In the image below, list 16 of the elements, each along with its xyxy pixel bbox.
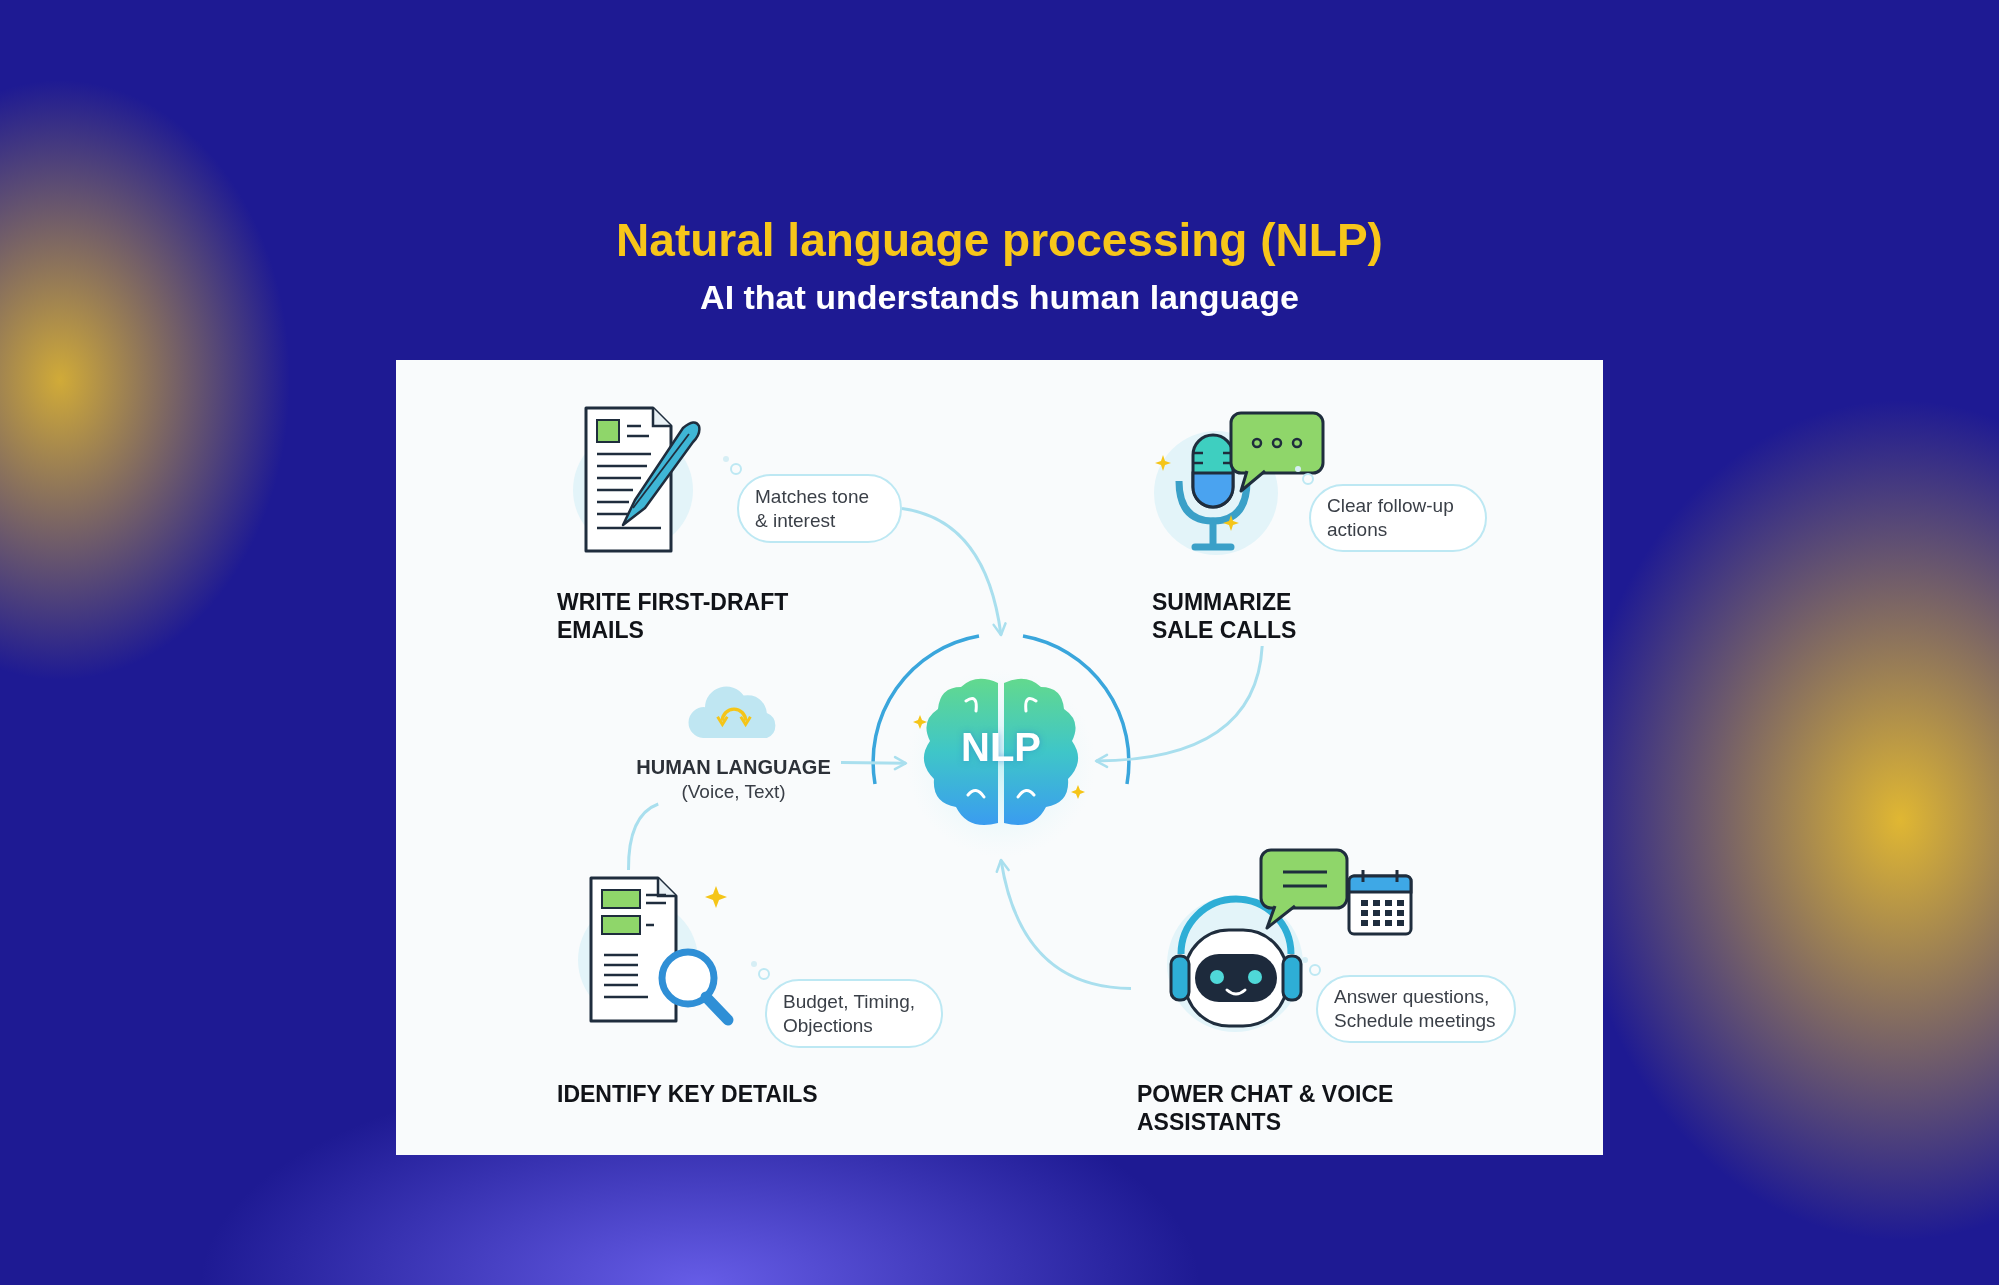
- subtitle: AI that understands human language: [700, 277, 1299, 318]
- task-heading: POWER CHAT & VOICE ASSISTANTS: [1137, 1080, 1427, 1138]
- speech-bubble: Answer questions, Schedule meetings: [1316, 975, 1516, 1043]
- connector-arrow: [841, 755, 908, 771]
- connector-arrow: [995, 858, 1132, 990]
- task-heading: SUMMARIZE SALE CALLS: [1152, 588, 1342, 646]
- task-heading: WRITE FIRST-DRAFT EMAILS: [557, 588, 817, 646]
- title: Natural language processing (NLP): [616, 213, 1383, 268]
- input-label: HUMAN LANGUAGE: [636, 755, 831, 780]
- connector-arrow: [1094, 645, 1264, 768]
- input-sublabel: (Voice, Text): [681, 780, 786, 804]
- speech-bubble: Budget, Timing, Objections: [765, 979, 943, 1048]
- speech-bubble: Clear follow-up actions: [1309, 484, 1487, 552]
- speech-bubble: Matches tone & interest: [737, 474, 902, 543]
- task-heading: IDENTIFY KEY DETAILS: [557, 1080, 917, 1110]
- connector-arrow: [901, 507, 1007, 637]
